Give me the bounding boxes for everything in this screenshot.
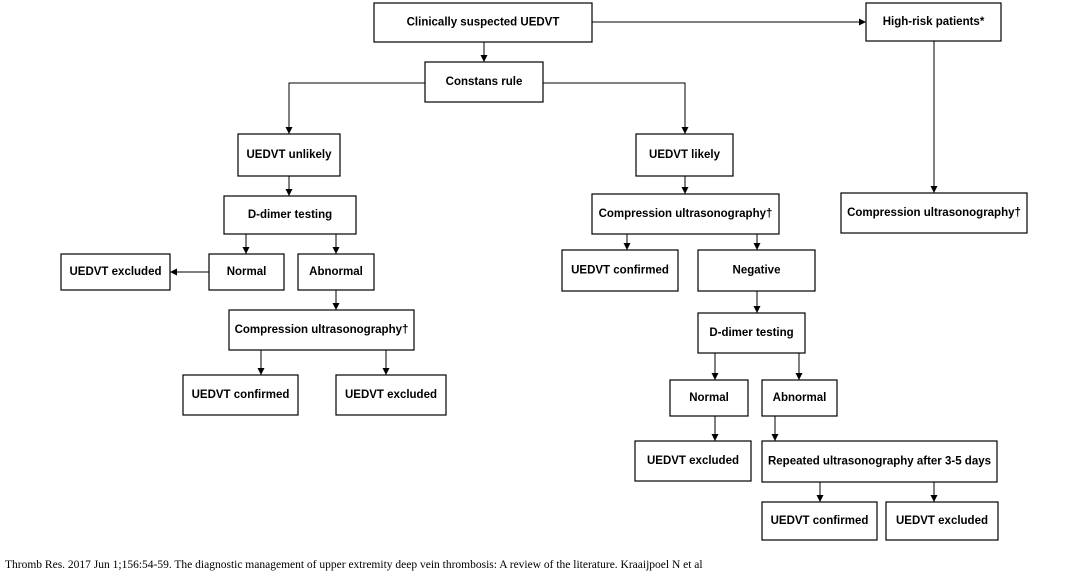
- node-cus-left: Compression ultrasonography†: [228, 309, 415, 351]
- node-label: Compression ultrasonography†: [599, 208, 773, 220]
- citation-text: Thromb Res. 2017 Jun 1;156:54-59. The di…: [5, 559, 703, 571]
- node-uedvt-unlikely: UEDVT unlikely: [237, 133, 341, 177]
- node-repeated-us: Repeated ultrasonography after 3-5 days: [761, 440, 998, 483]
- node-normal-right: Normal: [669, 379, 749, 417]
- node-label: UEDVT excluded: [896, 515, 988, 527]
- node-uedvt-likely: UEDVT likely: [635, 133, 734, 177]
- node-negative: Negative: [697, 249, 816, 292]
- node-label: UEDVT excluded: [345, 389, 437, 401]
- node-excluded-left: UEDVT excluded: [60, 253, 171, 291]
- node-label: High-risk patients*: [883, 16, 985, 28]
- node-confirmed-likely: UEDVT confirmed: [561, 249, 679, 292]
- node-excluded-final: UEDVT excluded: [885, 501, 999, 541]
- node-excluded-right: UEDVT excluded: [634, 440, 752, 482]
- node-ddimer-left: D-dimer testing: [223, 195, 357, 235]
- edges: [170, 18, 938, 502]
- node-abnormal-right: Abnormal: [761, 379, 838, 417]
- node-label: UEDVT confirmed: [771, 515, 869, 527]
- node-label: Abnormal: [773, 392, 827, 404]
- node-cus-high-risk: Compression ultrasonography†: [840, 192, 1028, 234]
- node-label: Constans rule: [446, 76, 523, 88]
- node-label: UEDVT confirmed: [192, 389, 290, 401]
- node-label: D-dimer testing: [709, 327, 793, 339]
- node-label: UEDVT unlikely: [247, 149, 333, 161]
- node-confirmed-final: UEDVT confirmed: [761, 501, 878, 541]
- node-normal-left: Normal: [208, 253, 285, 291]
- node-ddimer-right: D-dimer testing: [697, 312, 806, 354]
- node-label: Negative: [733, 265, 781, 277]
- node-abnormal-left: Abnormal: [297, 253, 375, 291]
- node-confirmed-left: UEDVT confirmed: [182, 374, 299, 416]
- node-label: Normal: [227, 266, 267, 278]
- node-label: UEDVT excluded: [69, 266, 161, 278]
- node-label: Compression ultrasonography†: [235, 324, 409, 336]
- node-label: Repeated ultrasonography after 3-5 days: [768, 456, 991, 468]
- node-cus-likely: Compression ultrasonography†: [591, 193, 780, 235]
- nodes: Clinically suspected UEDVT High-risk pat…: [60, 2, 1028, 541]
- node-excluded-left2: UEDVT excluded: [335, 374, 447, 416]
- node-clinically-suspected: Clinically suspected UEDVT: [373, 2, 593, 43]
- edge-constans-to-unlikely: [285, 82, 425, 134]
- node-constans-rule: Constans rule: [424, 61, 544, 103]
- node-label: UEDVT confirmed: [571, 265, 669, 277]
- node-label: Clinically suspected UEDVT: [407, 17, 560, 29]
- node-label: D-dimer testing: [248, 209, 332, 221]
- node-label: Normal: [689, 392, 729, 404]
- node-label: Abnormal: [309, 266, 363, 278]
- node-label: UEDVT likely: [649, 149, 721, 161]
- node-label: Compression ultrasonography†: [847, 207, 1021, 219]
- edge-constans-to-likely: [543, 82, 689, 134]
- node-high-risk: High-risk patients*: [865, 2, 1002, 42]
- node-label: UEDVT excluded: [647, 455, 739, 467]
